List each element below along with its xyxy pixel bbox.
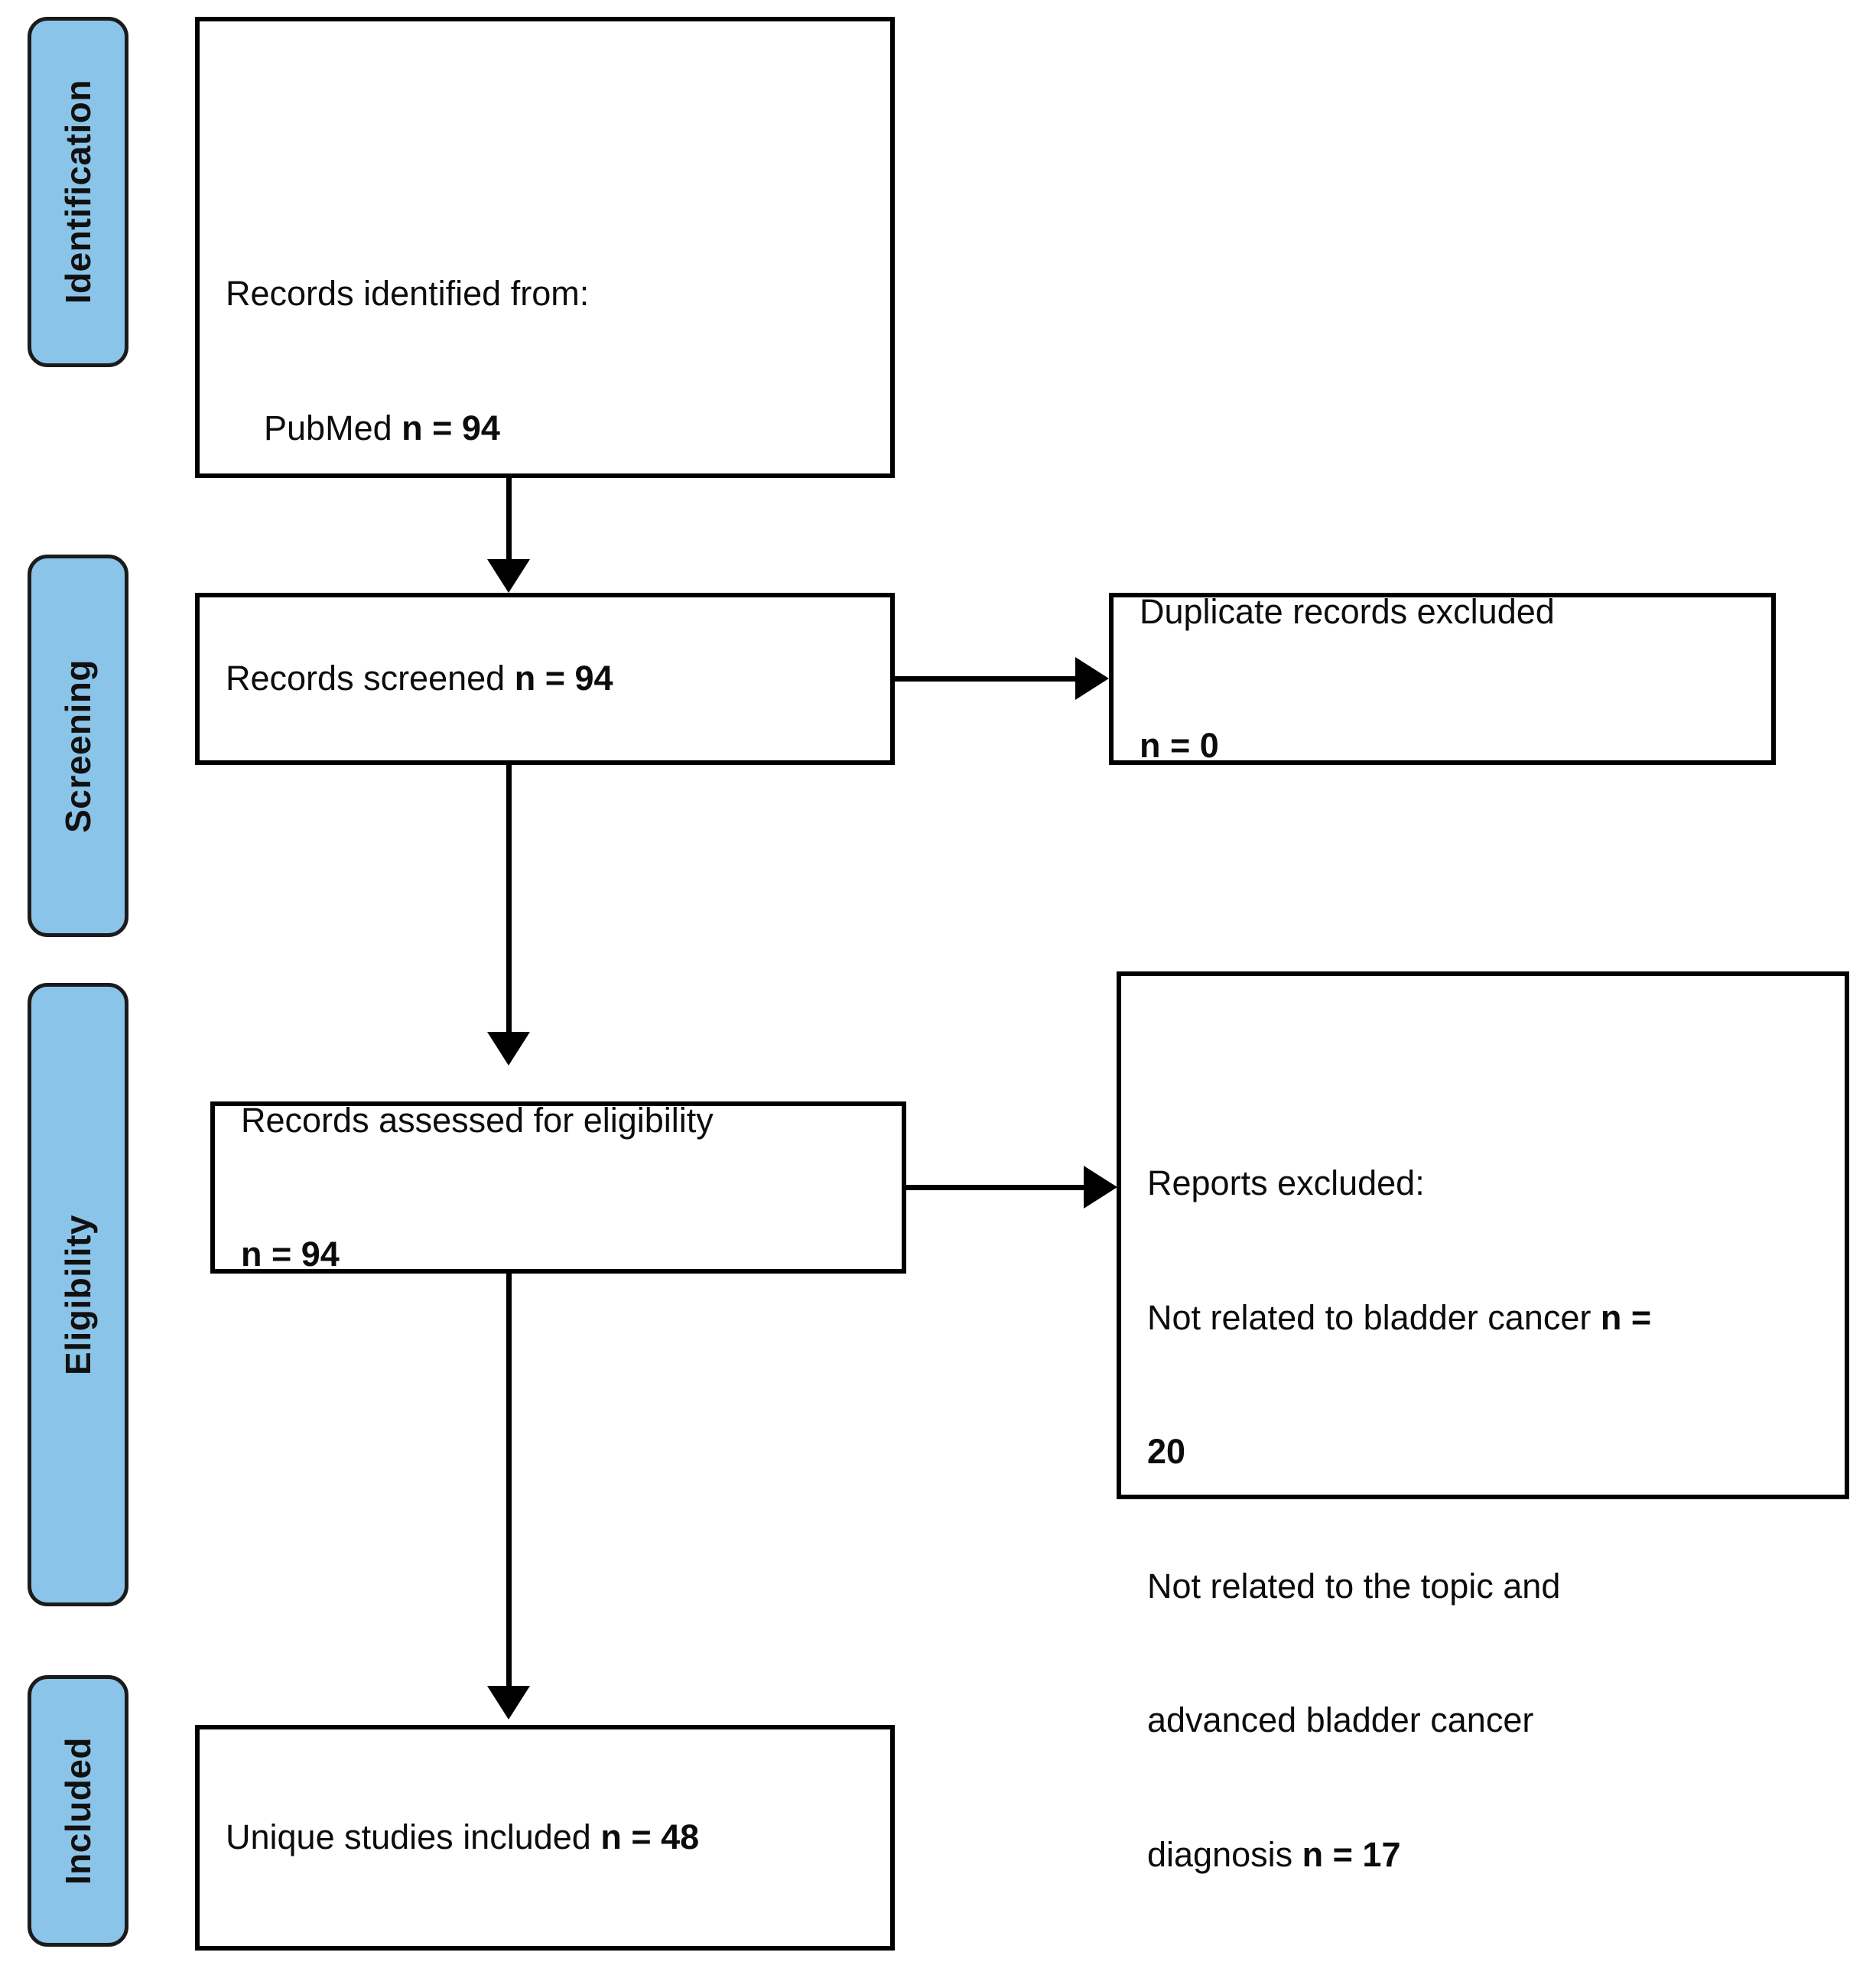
reports-excluded-reason2-label: diagnosis [1147,1834,1302,1874]
records-assessed-count: n = 94 [241,1235,340,1274]
unique-studies-included-count: n = 48 [600,1817,700,1857]
reports-excluded-reason2-line1: Not related to the topic and [1147,1566,1561,1606]
reports-excluded-reason2-count: n = 17 [1302,1834,1401,1874]
records-identified-count: n = 94 [402,408,500,447]
box-duplicate-records-excluded: Duplicate records excluded n = 0 [1109,592,1776,765]
box-reports-excluded: Reports excluded: Not related to bladder… [1117,971,1849,1975]
phase-tab-screening: Screening [28,555,128,937]
arrowhead-screened-to-assessed [487,1032,530,1066]
connector-screened-to-duplicates [895,676,1080,682]
box-records-assessed: Records assessed for eligibility n = 94 [210,1101,906,1274]
arrowhead-identified-to-screened [487,559,530,593]
box-records-identified: Records identified from: PubMed n = 94 [195,17,895,478]
phase-label-screening: Screening [58,659,98,833]
box-records-screened: Records screened n = 94 [195,593,895,765]
reports-excluded-reason1-label: Not related to bladder cancer [1147,1297,1601,1337]
reports-excluded-reason3-label: Reviews [1147,1969,1325,1975]
duplicate-records-excluded-count: n = 0 [1140,726,1219,765]
connector-assessed-to-included [506,1274,512,1690]
reports-excluded-heading: Reports excluded: [1147,1163,1425,1202]
arrowhead-assessed-to-reports [1084,1166,1117,1209]
reports-excluded-reason2-line2: advanced bladder cancer [1147,1700,1534,1739]
reports-excluded-reason1-count: 20 [1147,1432,1186,1471]
connector-assessed-to-reports [906,1185,1088,1190]
reports-excluded-reason3-count: n = 9 [1325,1969,1405,1975]
box-unique-studies-included: Unique studies included n = 48 [195,1725,895,1951]
reports-excluded-reason1-eq: n = [1600,1297,1652,1337]
arrowhead-assessed-to-included [487,1686,530,1720]
records-screened-label: Records screened [226,659,515,698]
phase-label-eligibility: Eligibility [58,1214,98,1375]
box-records-assessed-text: Records assessed for eligibility n = 94 [215,1009,902,1367]
unique-studies-included-label: Unique studies included [226,1817,601,1857]
records-screened-count: n = 94 [514,659,613,698]
duplicate-records-excluded-label: Duplicate records excluded [1140,591,1555,631]
connector-identified-to-screened [506,478,512,564]
connector-screened-to-assessed [506,765,512,1036]
box-records-screened-text: Records screened n = 94 [200,567,890,791]
box-unique-studies-included-text: Unique studies included n = 48 [200,1726,890,1950]
phase-tab-identification: Identification [28,17,128,367]
records-assessed-label: Records assessed for eligibility [241,1100,714,1140]
phase-label-included: Included [58,1736,98,1886]
box-duplicate-records-excluded-text: Duplicate records excluded n = 0 [1114,500,1771,858]
box-reports-excluded-text: Reports excluded: Not related to bladder… [1121,1072,1845,1975]
arrowhead-screened-to-duplicates [1075,657,1109,700]
phase-tab-eligibility: Eligibility [28,983,128,1606]
records-identified-line1: Records identified from: [226,274,590,313]
phase-label-identification: Identification [58,80,98,304]
box-records-identified-text: Records identified from: PubMed n = 94 [200,182,890,540]
phase-tab-included: Included [28,1675,128,1947]
records-identified-source: PubMed [226,408,402,447]
